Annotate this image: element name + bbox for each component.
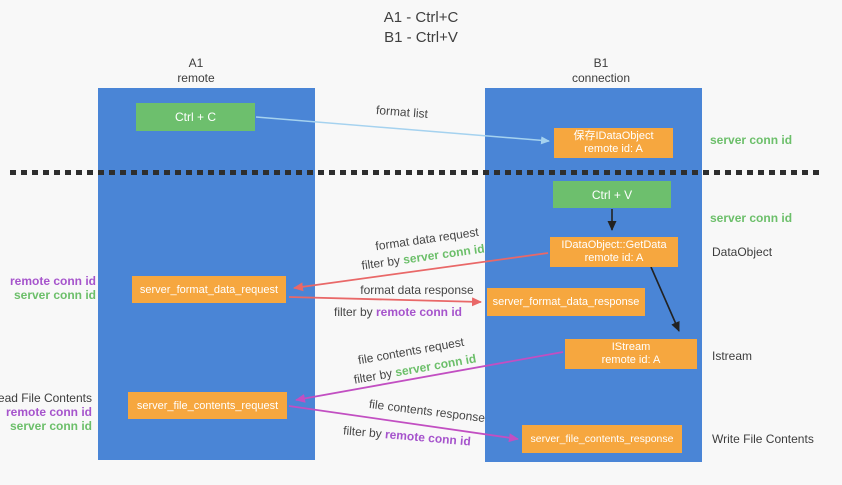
format-data-response-filter-label: filter by remote conn id	[334, 305, 462, 319]
node-istream: IStream remote id: A	[565, 339, 697, 369]
remote-conn-id-text: remote conn id	[384, 427, 472, 449]
left-mid-conn-id-labels: remote conn id server conn id	[10, 274, 96, 302]
lane-left-role: remote	[177, 71, 215, 85]
node-file-response-label: server_file_contents_response	[530, 433, 674, 445]
lane-right-name: B1	[593, 56, 609, 70]
lane-left-name: A1	[188, 56, 204, 70]
node-save-dataobject-line1: 保存IDataObject	[573, 130, 654, 142]
server-conn-id-top-label: server conn id	[710, 133, 793, 147]
read-file-contents-label: Read File Contents	[0, 391, 92, 405]
file-contents-response-label: file contents response	[368, 396, 486, 426]
node-istream-line2: remote id: A	[601, 354, 661, 366]
node-ctrl-c-label: Ctrl + C	[174, 110, 216, 124]
dotted-separator-line	[10, 170, 822, 175]
node-file-request-label: server_file_contents_request	[136, 399, 279, 412]
node-save-dataobject-line2: remote id: A	[584, 143, 643, 155]
remote-conn-id-text: remote conn id	[376, 305, 463, 319]
lane-right-header: B1 connection	[531, 56, 671, 86]
node-ctrl-c: Ctrl + C	[136, 103, 255, 131]
node-ctrl-v: Ctrl + V	[553, 181, 671, 208]
format-list-label: format list	[375, 102, 429, 122]
filter-by-text: filter by	[360, 252, 405, 273]
server-conn-id-label: server conn id	[13, 288, 96, 302]
dataobject-label: DataObject	[712, 245, 773, 259]
node-save-dataobject: 保存IDataObject remote id: A	[554, 128, 673, 158]
format-data-response-label: format data response	[360, 283, 474, 297]
node-server-file-contents-request: server_file_contents_request	[128, 392, 287, 419]
remote-conn-id-label: remote conn id	[9, 274, 96, 288]
node-ctrl-v-label: Ctrl + V	[591, 187, 633, 202]
node-getdata-line2: remote id: A	[584, 252, 644, 264]
filter-by-text: filter by	[352, 365, 397, 387]
diagram-title: A1 - Ctrl+C B1 - Ctrl+V	[0, 8, 842, 48]
node-format-response-label: server_format_data_response	[492, 296, 640, 308]
server-conn-id-mid-label: server conn id	[710, 211, 793, 225]
lane-left-header: A1 remote	[126, 56, 266, 86]
format-data-response-arrow	[288, 296, 482, 307]
file-contents-response-filter-label: filter by remote conn id	[343, 423, 472, 448]
server-conn-id-label: server conn id	[9, 419, 92, 433]
lane-right-role: connection	[571, 71, 631, 85]
node-server-file-contents-response: server_file_contents_response	[522, 425, 682, 453]
filter-by-text: filter by	[333, 305, 376, 319]
node-server-format-data-request: server_format_data_request	[132, 276, 286, 303]
left-bottom-labels: Read File Contents remote conn id server…	[0, 391, 92, 433]
node-getdata-line1: IDataObject::GetData	[561, 239, 667, 251]
diagram-title-line2: B1 - Ctrl+V	[384, 29, 458, 46]
node-server-format-data-response: server_format_data_response	[487, 288, 645, 316]
write-file-contents-label: Write File Contents	[712, 432, 814, 446]
node-format-request-label: server_format_data_request	[139, 283, 279, 296]
diagram-title-line1: A1 - Ctrl+C	[383, 9, 459, 26]
node-istream-line1: IStream	[611, 341, 651, 353]
istream-label: Istream	[712, 349, 753, 363]
filter-by-text: filter by	[342, 423, 386, 442]
remote-conn-id-label: remote conn id	[5, 405, 92, 419]
node-idataobject-getdata: IDataObject::GetData remote id: A	[550, 237, 678, 267]
